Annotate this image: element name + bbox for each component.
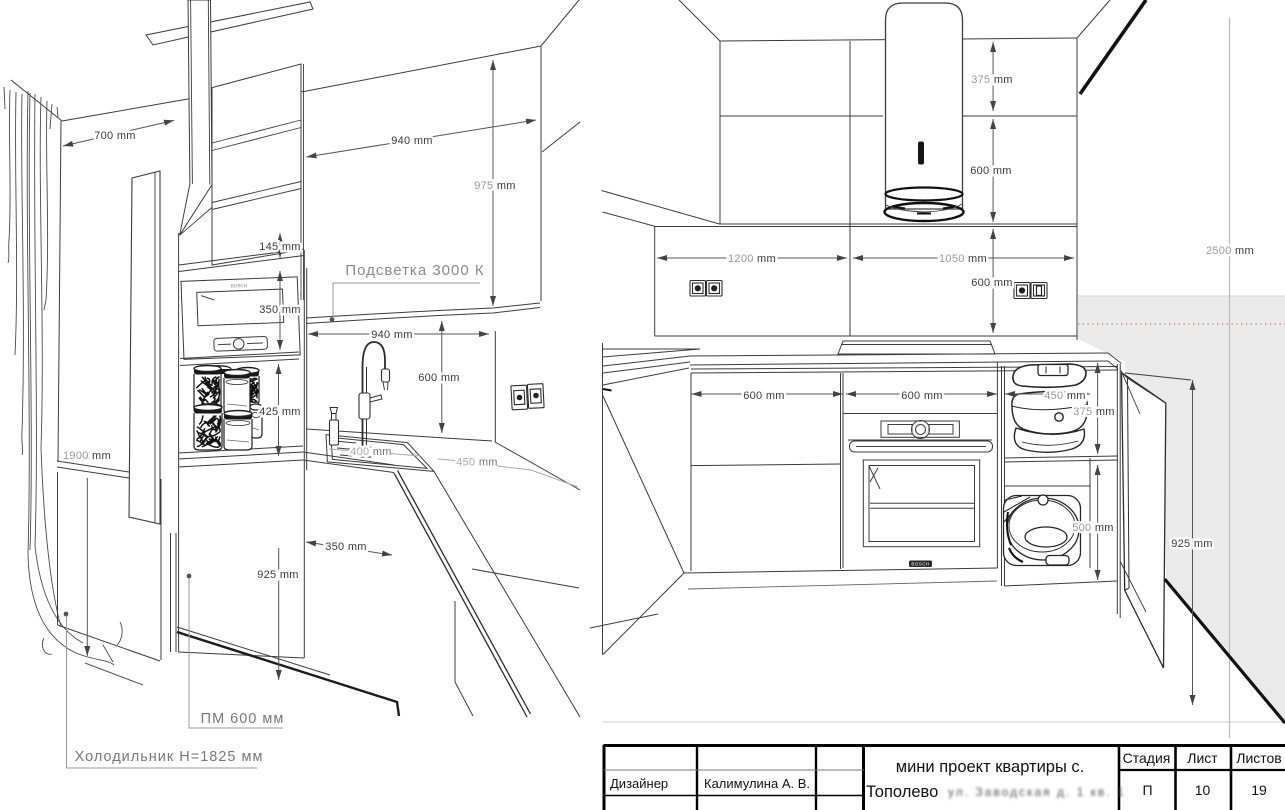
svg-text:450 mm: 450 mm (1044, 390, 1086, 402)
svg-text:145 mm: 145 mm (259, 241, 301, 253)
svg-text:600 mm: 600 mm (743, 390, 785, 402)
svg-text:П: П (1142, 782, 1152, 798)
svg-text:600 mm: 600 mm (418, 372, 460, 384)
svg-text:940 mm: 940 mm (371, 329, 413, 341)
svg-text:700 mm: 700 mm (94, 130, 136, 142)
svg-text:19: 19 (1251, 782, 1267, 798)
svg-text:Калимулина А. В.: Калимулина А. В. (704, 776, 810, 791)
svg-text:BOSCH: BOSCH (911, 562, 929, 567)
svg-text:Лист: Лист (1187, 750, 1218, 766)
svg-text:350 mm: 350 mm (259, 304, 301, 316)
svg-text:350 mm: 350 mm (325, 541, 367, 553)
svg-text:10: 10 (1195, 782, 1211, 798)
svg-text:Дизайнер: Дизайнер (610, 776, 668, 791)
svg-text:450 mm: 450 mm (456, 457, 498, 469)
svg-text:Подсветка 3000 К: Подсветка 3000 К (345, 262, 484, 279)
svg-text:375 mm: 375 mm (1073, 406, 1115, 418)
svg-text:Листов: Листов (1236, 750, 1282, 766)
svg-text:940 mm: 940 mm (391, 135, 433, 147)
svg-text:600 mm: 600 mm (970, 165, 1012, 177)
svg-text:ПМ 600 мм: ПМ 600 мм (201, 711, 285, 727)
svg-text:2500 mm: 2500 mm (1206, 245, 1254, 257)
svg-text:мини проект квартиры с.: мини проект квартиры с. (896, 758, 1085, 776)
svg-text:400 mm: 400 mm (350, 446, 392, 458)
svg-text:Тополево: Тополево (866, 783, 938, 801)
svg-text:1200 mm: 1200 mm (728, 253, 776, 265)
svg-text:600 mm: 600 mm (901, 390, 943, 402)
svg-text:Стадия: Стадия (1123, 750, 1171, 766)
svg-text:500 mm: 500 mm (1072, 522, 1114, 534)
svg-text:ул. Заводская д. 1 кв. 1: ул. Заводская д. 1 кв. 1 (948, 785, 1126, 799)
svg-text:425 mm: 425 mm (259, 406, 301, 418)
svg-text:975 mm: 975 mm (474, 180, 516, 192)
svg-text:600 mm: 600 mm (971, 277, 1013, 289)
svg-text:925 mm: 925 mm (257, 569, 299, 581)
svg-text:375 mm: 375 mm (971, 74, 1013, 86)
svg-text:Холодильник H=1825 мм: Холодильник H=1825 мм (75, 749, 264, 765)
svg-text:BOSCH: BOSCH (231, 283, 247, 289)
svg-text:1050 mm: 1050 mm (939, 253, 987, 265)
svg-text:925 mm: 925 mm (1171, 538, 1213, 550)
svg-text:1900 mm: 1900 mm (63, 450, 111, 462)
